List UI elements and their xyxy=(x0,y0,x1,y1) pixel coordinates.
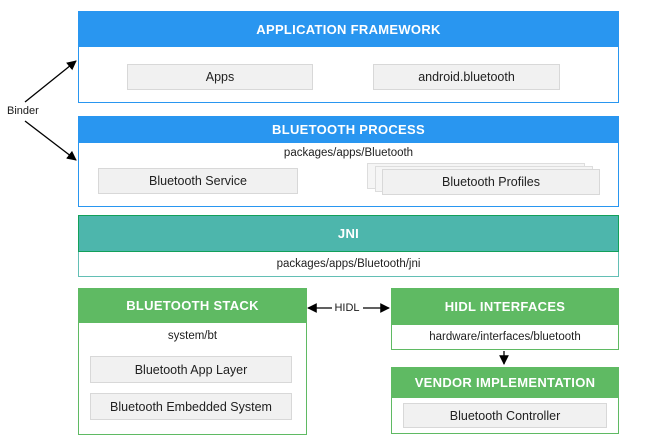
bluetooth-controller-label: Bluetooth Controller xyxy=(449,408,561,423)
bluetooth-embedded-system-label: Bluetooth Embedded System xyxy=(110,399,272,414)
bluetooth-app-layer-label: Bluetooth App Layer xyxy=(134,362,248,377)
bluetooth-service-box: Bluetooth Service xyxy=(98,168,298,194)
application-framework-header: APPLICATION FRAMEWORK xyxy=(78,11,619,47)
application-framework-title: APPLICATION FRAMEWORK xyxy=(256,21,441,37)
bluetooth-embedded-system-box: Bluetooth Embedded System xyxy=(90,393,292,420)
bluetooth-profiles-box: Bluetooth Profiles xyxy=(382,169,600,195)
bluetooth-stack-title: BLUETOOTH STACK xyxy=(126,298,259,313)
android-bluetooth-label: android.bluetooth xyxy=(418,70,515,84)
apps-label: Apps xyxy=(205,70,235,84)
bluetooth-stack-header: BLUETOOTH STACK xyxy=(78,288,307,323)
android-bluetooth-box: android.bluetooth xyxy=(373,64,560,90)
bluetooth-profiles-label: Bluetooth Profiles xyxy=(442,175,540,189)
vendor-implementation-title: VENDOR IMPLEMENTATION xyxy=(414,375,596,390)
bluetooth-process-header: BLUETOOTH PROCESS xyxy=(78,116,619,143)
jni-body: packages/apps/Bluetooth/jni xyxy=(78,252,619,277)
bluetooth-stack-path: system/bt xyxy=(167,330,218,342)
hidl-label: HIDL xyxy=(334,302,360,314)
vendor-implementation-header: VENDOR IMPLEMENTATION xyxy=(391,367,619,398)
bluetooth-app-layer-box: Bluetooth App Layer xyxy=(90,356,292,383)
binder-to-bluetooth-process-arrow xyxy=(24,120,77,161)
apps-box: Apps xyxy=(127,64,313,90)
binder-to-application-framework-arrow xyxy=(24,60,77,103)
jni-title: JNI xyxy=(337,226,360,241)
hidl-interfaces-body: hardware/interfaces/bluetooth xyxy=(391,325,619,350)
bluetooth-process-path: packages/apps/Bluetooth xyxy=(283,147,414,159)
bluetooth-controller-box: Bluetooth Controller xyxy=(403,403,607,428)
binder-label: Binder xyxy=(7,105,39,117)
jni-path: packages/apps/Bluetooth/jni xyxy=(276,258,421,270)
hidl-interfaces-title: HIDL INTERFACES xyxy=(444,299,566,314)
hidl-interfaces-path: hardware/interfaces/bluetooth xyxy=(429,331,581,343)
hidl-interfaces-header: HIDL INTERFACES xyxy=(391,288,619,325)
bluetooth-process-title: BLUETOOTH PROCESS xyxy=(272,122,425,137)
jni-header: JNI xyxy=(78,215,619,252)
bluetooth-service-label: Bluetooth Service xyxy=(149,174,247,188)
